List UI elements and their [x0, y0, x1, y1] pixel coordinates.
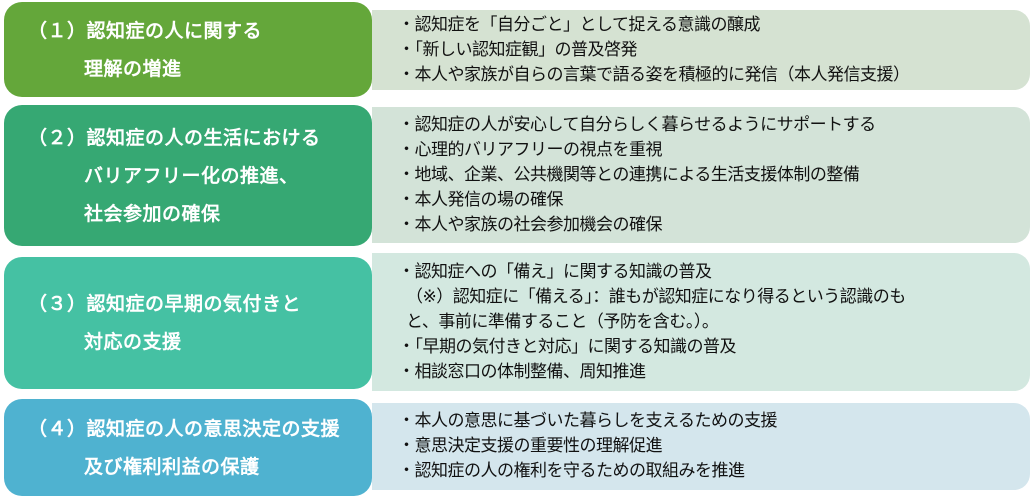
row-4-label-line: 及び権利利益の保護: [84, 455, 260, 478]
row-1-number: （１）: [28, 19, 87, 42]
row-4-item: ・本人の意思に基づいた暮らしを支えるための支援: [398, 411, 778, 431]
row-3-item: ・相談窓口の体制整備、周知推進: [398, 361, 646, 382]
row-4-label-box: （４）認知症の人の意思決定の支援 及び権利利益の保護: [4, 399, 372, 496]
row-2-item: ・認知症の人が安心して自分らしく暮らせるようにサポートする: [398, 114, 876, 135]
row-4-item: ・認知症の人の権利を守るための取組みを推進: [398, 461, 745, 481]
row-3-item: ・「早期の気付きと対応」に関する知識の普及: [398, 336, 737, 357]
row-1-label-line: 理解の増進: [84, 57, 182, 80]
row-3-item: ・認知症への「備え」に関する知識の普及: [398, 261, 712, 282]
row-1-label-line: （１）認知症の人に関する: [28, 12, 372, 50]
row-4-number: （４）: [28, 417, 87, 440]
row-1-label-box: （１）認知症の人に関する 理解の増進: [4, 2, 372, 97]
row-3-label-box: （３）認知症の早期の気付きと 対応の支援: [4, 257, 372, 389]
row-1-item: ・「新しい認知症観」の普及啓発: [398, 39, 638, 60]
row-3-note: （※）認知症に「備える」：誰もが認知症になり得るという認識のも: [406, 286, 906, 307]
row-1-details-panel: ・認知症を「自分ごと」として捉える意識の醸成 ・「新しい認知症観」の普及啓発 ・…: [372, 10, 1030, 90]
row-1-item: ・本人や家族が自らの言葉で語る姿を積極的に発信（本人発信支援）: [398, 64, 910, 85]
row-2-item: ・本人発信の場の確保: [398, 189, 564, 210]
row-2-number: （２）: [28, 126, 87, 149]
row-2-item: ・心理的バリアフリーの視点を重視: [398, 139, 663, 160]
row-4-label-text: 認知症の人の意思決定の支援: [86, 417, 341, 440]
row-2-label-line: （２）認知症の人の生活における: [28, 119, 372, 157]
row-1-item: ・認知症を「自分ごと」として捉える意識の醸成: [398, 14, 760, 35]
row-4-item: ・意思決定支援の重要性の理解促進: [398, 436, 663, 456]
row-2-details-panel: ・認知症の人が安心して自分らしく暮らせるようにサポートする ・心理的バリアフリー…: [372, 107, 1030, 243]
row-4-label-line: （４）認知症の人の意思決定の支援: [28, 410, 372, 448]
row-3-label-line: （３）認知症の早期の気付きと: [28, 285, 372, 323]
row-3-label-text: 認知症の早期の気付きと: [86, 293, 302, 315]
row-4-details-panel: ・本人の意思に基づいた暮らしを支えるための支援 ・意思決定支援の重要性の理解促進…: [372, 403, 1030, 490]
row-2-label-box: （２）認知症の人の生活における バリアフリー化の推進、 社会参加の確保: [4, 105, 372, 246]
row-3-details-panel: ・認知症への「備え」に関する知識の普及 （※）認知症に「備える」：誰もが認知症に…: [372, 253, 1030, 391]
row-2-label-line: 社会参加の確保: [84, 202, 221, 225]
row-1-label-text: 認知症の人に関する: [86, 19, 263, 42]
row-3-number: （３）: [28, 293, 87, 315]
row-2-item: ・本人や家族の社会参加機会の確保: [398, 214, 663, 235]
row-2-label-line: バリアフリー化の推進、: [84, 164, 299, 187]
row-3-label-line: 対応の支援: [84, 331, 182, 353]
row-2-label-text: 認知症の人の生活における: [86, 126, 321, 149]
row-2-item: ・地域、企業、公共機関等との連携による生活支援体制の整備: [398, 164, 860, 185]
row-3-note: と、事前に準備すること（予防を含む。）。: [406, 311, 719, 332]
